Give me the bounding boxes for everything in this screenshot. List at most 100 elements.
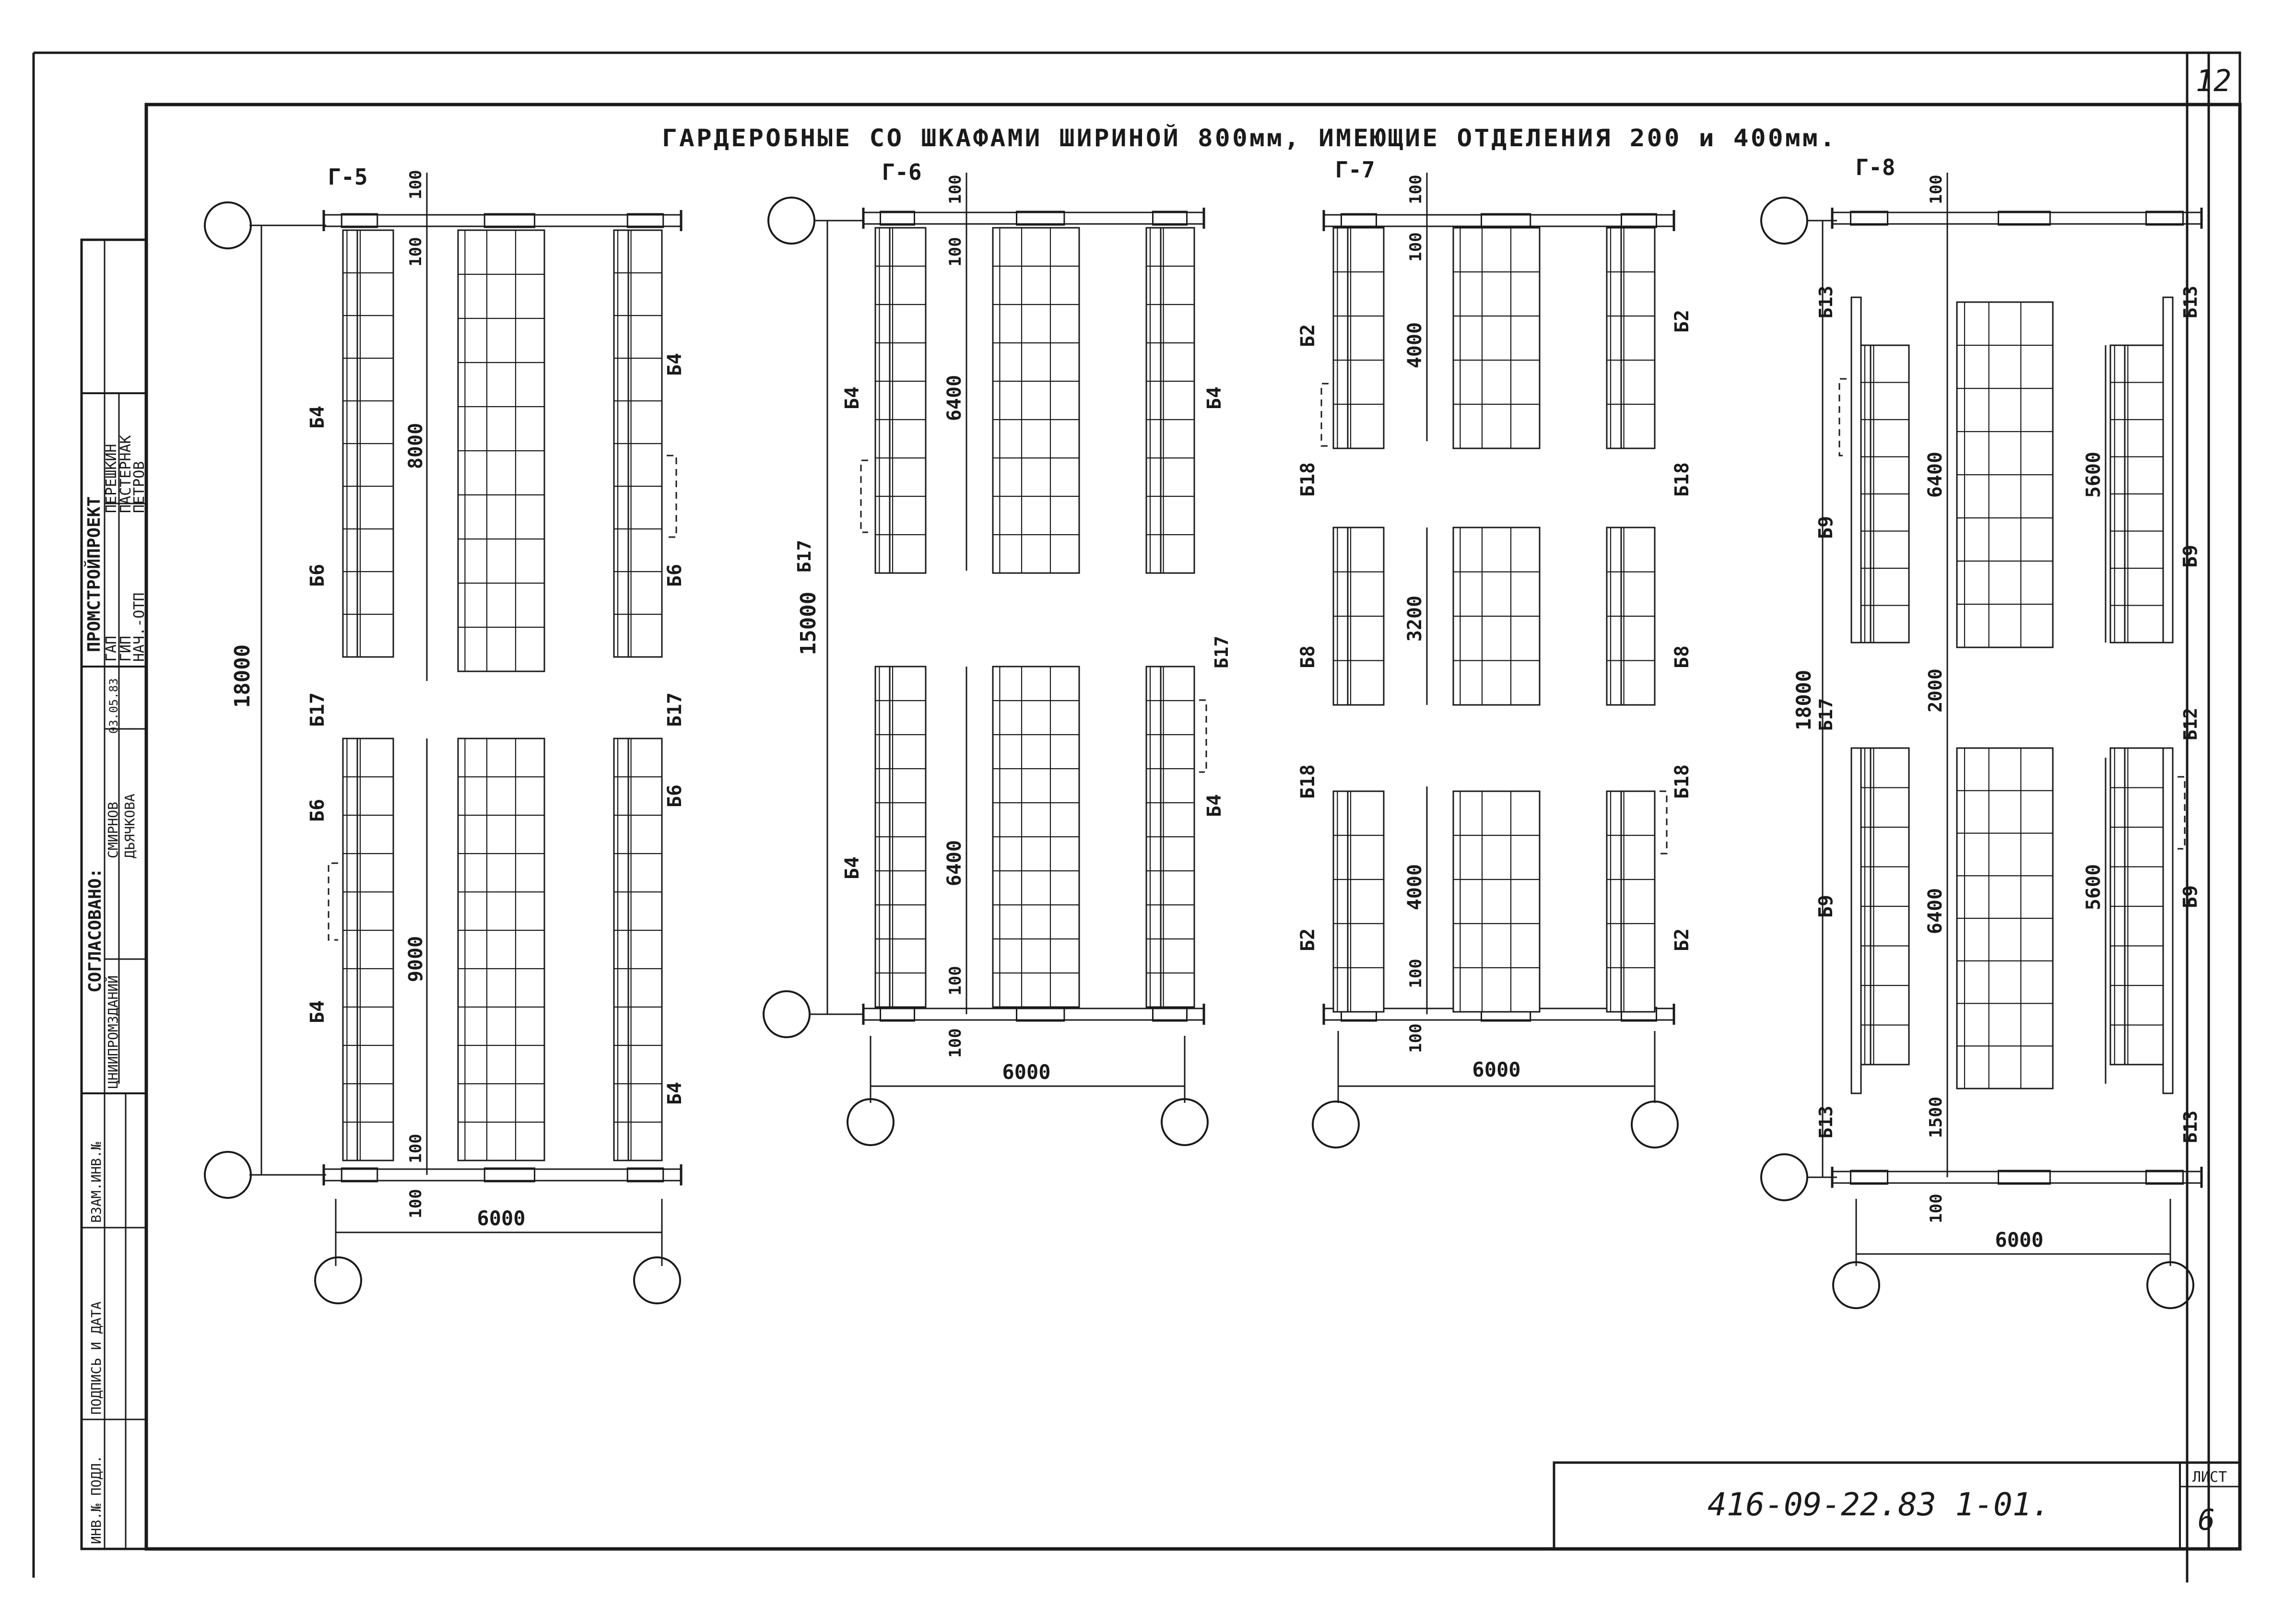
window (1016, 1007, 1065, 1022)
cabinet-row (1870, 747, 1910, 1066)
cab-label: Б2 (1671, 928, 1693, 951)
dim-lower-length: 6400 (1924, 888, 1946, 934)
cabinet-row (889, 227, 927, 574)
wall-top (1831, 208, 2203, 229)
cabinet-row (2124, 747, 2164, 1066)
dashed-outline (1199, 699, 1207, 773)
cabinet-outline (356, 738, 394, 1161)
cabinet-row (1956, 301, 2054, 648)
cabinet-row (1620, 227, 1656, 449)
post (2162, 747, 2174, 1094)
cabinet-row (627, 229, 663, 658)
window (1481, 213, 1531, 228)
cabinet-outline (457, 738, 545, 1161)
cabinet-row (356, 229, 394, 658)
cabinet-row (627, 738, 663, 1161)
dashed-outline (1838, 378, 1847, 457)
cabinet-row (889, 666, 927, 1008)
axis-marker (204, 201, 252, 249)
window (341, 1167, 378, 1183)
window (483, 213, 536, 228)
stamp-designation: 416-09-22.83 1-01. (1707, 1486, 2050, 1523)
window (341, 213, 378, 228)
window (1016, 211, 1065, 226)
wall-bottom (322, 1164, 683, 1185)
window (1998, 1170, 2051, 1185)
window (880, 211, 915, 226)
dim-bottom-offset: 100 (406, 1134, 425, 1163)
wall-top (862, 208, 1205, 229)
axis-marker (314, 1256, 362, 1304)
cabinet-outline (1620, 790, 1656, 1013)
stamp-sheet-label: ЛИСТ (2192, 1469, 2227, 1486)
cabinet-row (1620, 527, 1656, 706)
stamp-bottom-2: ПОДПИСЬ И ДАТА (88, 1301, 104, 1415)
plan-g5: Г-518000600010010080009000100100Б4Б6Б4Б6… (204, 164, 686, 1304)
cab-label: Б18 (1297, 764, 1319, 799)
cab-label: Б13 (1815, 286, 1837, 319)
cab-label: Б4 (1203, 387, 1225, 410)
drawing-title: ГАРДЕРОБНЫЕ СО ШКАФАМИ ШИРИНОЙ 800мм, ИМ… (662, 124, 1837, 152)
cabinet-row (1620, 790, 1656, 1013)
dim-upper-side-length: 5600 (2083, 452, 2105, 498)
cab-label: Б18 (1671, 764, 1693, 799)
cabinet-outline (627, 738, 663, 1161)
cabinet-row (457, 738, 545, 1161)
dim-width-label: 6000 (1002, 1060, 1050, 1084)
cab-label: Б6 (664, 564, 686, 587)
dim-top-offset: 100 (1406, 175, 1425, 204)
stamp-org: ПРОМСТРОЙПРОЕКТ (84, 496, 104, 652)
dim-lower-length: 6400 (943, 840, 965, 886)
cab-label: Б4 (841, 387, 863, 410)
cabinet-row (992, 227, 1080, 574)
cab-label: Б4 (306, 1000, 329, 1023)
dim-lower-length: 9000 (405, 936, 427, 982)
axis-marker (1760, 197, 1808, 245)
cabinet-row (1160, 227, 1195, 574)
dim-lower-length: 4000 (1404, 864, 1426, 910)
axis-marker (1312, 1101, 1360, 1148)
dashed-outline (1660, 790, 1668, 855)
dim-upper-length: 8000 (405, 423, 427, 469)
title-block: 416-09-22.83 1-01. ЛИСТ 6 (1553, 1461, 2241, 1550)
cab-label: Б9 (1815, 895, 1837, 918)
cabinet-row (1347, 227, 1385, 449)
stamp-role-3: НАЧ.-ОТП (131, 593, 148, 662)
window (2145, 1170, 2184, 1185)
dim-bottom-offset: 100 (1406, 959, 1425, 988)
dim-overall-label: 18000 (230, 644, 255, 708)
dim-top-offset: 100 (1927, 175, 1946, 204)
window (880, 1007, 915, 1022)
cab-label: Б12 (2180, 708, 2201, 741)
window (1152, 211, 1188, 226)
dim-lower-side-length: 5600 (2083, 864, 2105, 910)
cab-label: Б4 (841, 856, 863, 879)
cab-label: Б13 (2180, 1111, 2201, 1144)
axis-marker (633, 1256, 681, 1304)
cabinet-outline (1347, 227, 1385, 449)
dim-overall-label: 18000 (1792, 670, 1815, 730)
window (1621, 213, 1657, 228)
cabinet-outline (889, 227, 927, 574)
dim-upper-length: 4000 (1404, 322, 1426, 368)
stamp-bottom-3: ВЗАМ.ИНВ.№ (88, 1142, 104, 1223)
stamp-agreed-date: 03.05.83 (107, 678, 120, 734)
stamp-sheet-number: 6 (2198, 1503, 2215, 1537)
cabinet-row (457, 229, 545, 672)
cabinet-row (1452, 527, 1541, 706)
dim-wall-offset: 100 (406, 1189, 425, 1218)
stamp-agreed-name-2: ДЬЯЧКОВА (122, 794, 138, 858)
cab-label: Б4 (306, 406, 329, 429)
cab-label: Б9 (2179, 885, 2202, 908)
dim-wall-offset: 100 (406, 237, 425, 266)
plans: Г-518000600010010080009000100100Б4Б6Б4Б6… (204, 154, 2203, 1309)
dim-width-label: 6000 (1995, 1228, 2043, 1252)
dashed-outline (1320, 383, 1329, 447)
cabinet-row (1452, 227, 1541, 449)
plan-name: Г-8 (1855, 154, 1895, 180)
axis-marker (1760, 1153, 1808, 1201)
cab-label: Б4 (664, 1082, 686, 1105)
post (1850, 296, 1862, 644)
dim-width-label: 6000 (1472, 1058, 1520, 1081)
dim-wall-offset: 100 (946, 1028, 965, 1057)
